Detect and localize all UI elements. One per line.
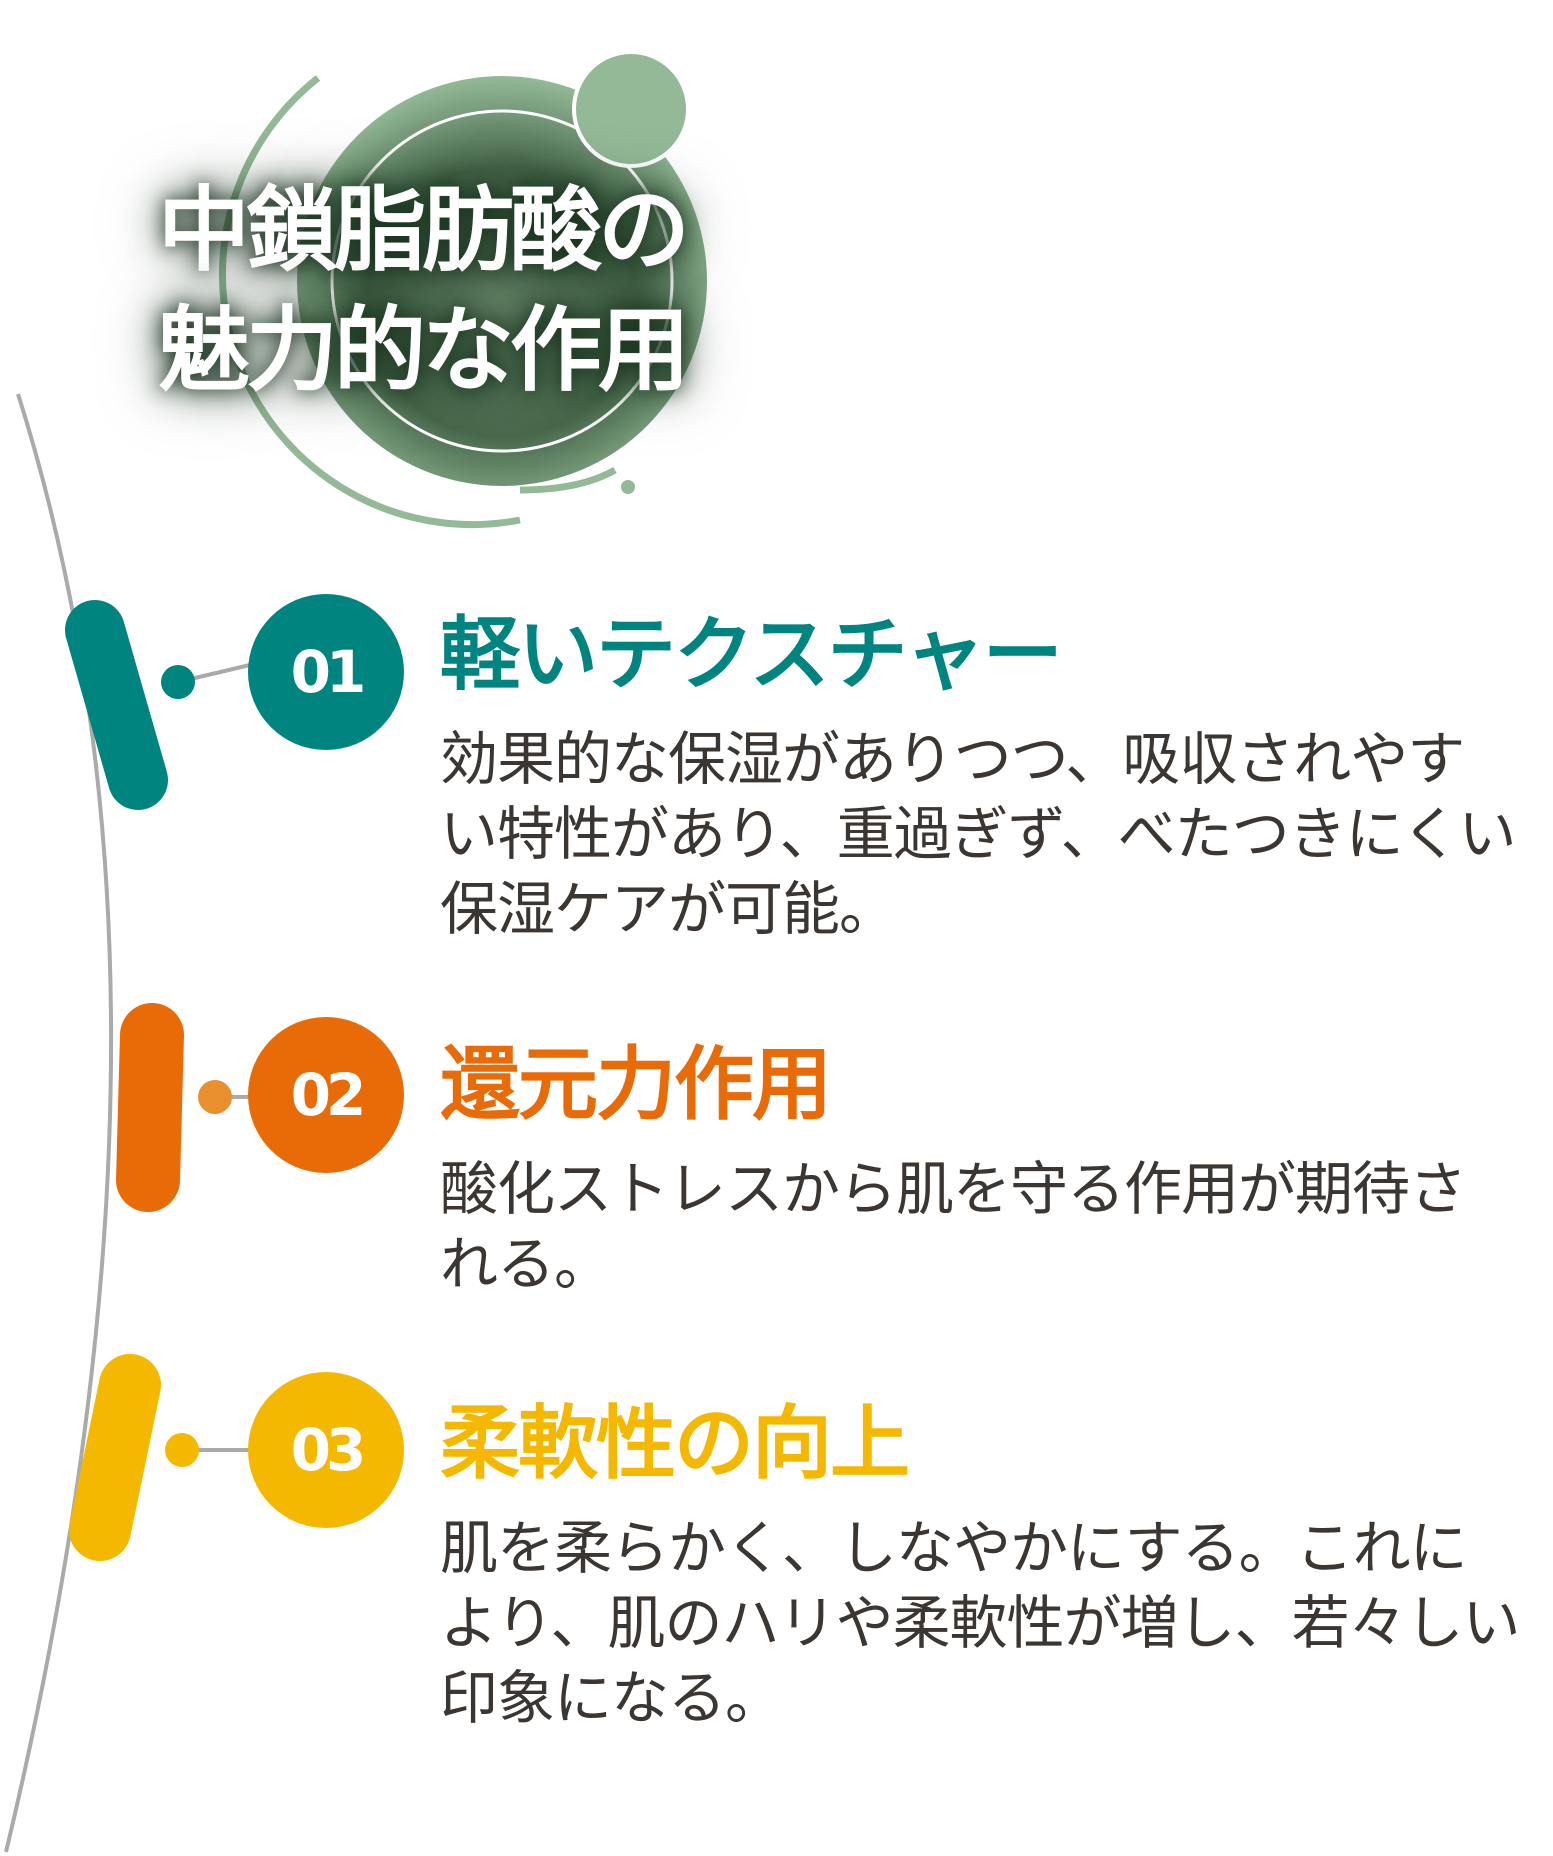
number-badge-02: 02 (248, 1017, 404, 1173)
item-body-01: 効果的な保湿がありつつ、吸収されやすい特性があり、重過ぎず、べたつきにくい保湿ケ… (440, 725, 1516, 943)
title-inner-ring (330, 109, 674, 453)
item-heading-01: 軽いテクスチャー (440, 608, 1063, 701)
number-badge-03: 03 (248, 1372, 404, 1528)
title-circle (297, 76, 707, 486)
page-title-line1: 中鎖脂肪酸の (158, 177, 690, 284)
item-body-02: 酸化ストレスから肌を守る作用が期待される。 (440, 1155, 1467, 1298)
title-outer-arc (219, 75, 521, 529)
item-heading-03: 柔軟性の向上 (440, 1397, 910, 1490)
page-title-line2: 魅力的な作用 (158, 297, 690, 404)
item-body-03: 肌を柔らかく、しなやかにする。これにより、肌のハリや柔軟性が増し、若々しい印象に… (440, 1514, 1521, 1732)
title-accent-dot (572, 50, 690, 168)
item-heading-02: 還元力作用 (440, 1038, 832, 1131)
timeline-arc (4, 393, 114, 1853)
number-badge-01: 01 (248, 594, 404, 750)
